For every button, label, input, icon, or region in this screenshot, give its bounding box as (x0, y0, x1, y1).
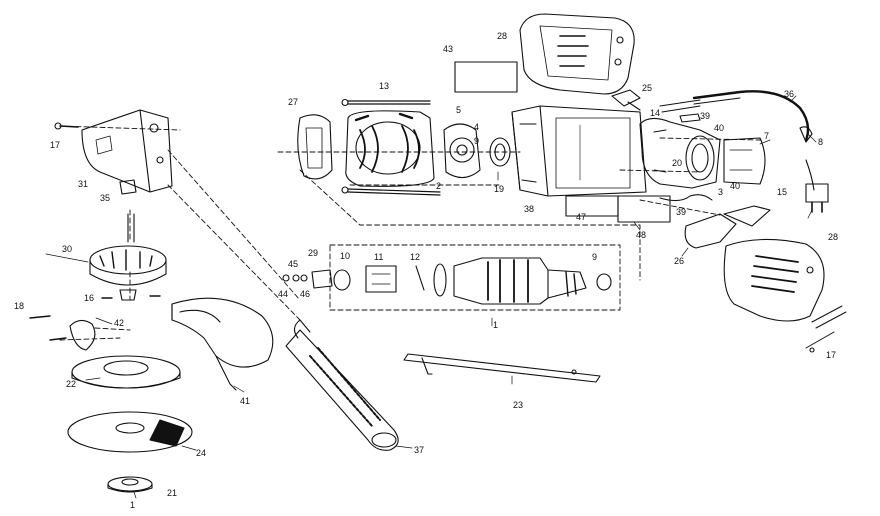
part-41-wheel-guard (171, 297, 274, 391)
callout-40-top: 40 (714, 123, 725, 133)
callout-12: 12 (410, 252, 421, 262)
callout-8: 8 (818, 137, 824, 147)
part-13-screws (341, 98, 441, 196)
part-48-plate (617, 195, 671, 223)
part-28-housing-side (723, 238, 825, 322)
part-21-clamp-nut (107, 476, 153, 493)
callout-16: 16 (84, 293, 95, 303)
part-field-stator (345, 110, 435, 187)
part-43-label-plate (454, 61, 518, 93)
callout-11: 11 (374, 252, 384, 262)
part-42-clamp (69, 319, 96, 351)
part-38-motor-housing (511, 105, 647, 197)
part-47-plate (565, 195, 619, 217)
callout-29: 29 (308, 248, 319, 258)
callout-1-armature: 1 (493, 320, 499, 330)
callout-40-bottom: 40 (730, 181, 741, 191)
callout-44: 44 (278, 289, 289, 299)
part-45-hardware (282, 269, 333, 289)
part-16-screws (29, 295, 161, 341)
callout-24: 24 (196, 448, 207, 458)
part-25-switch-clip (611, 89, 641, 111)
callout-43: 43 (443, 44, 454, 54)
callout-30: 30 (62, 244, 73, 254)
part-23-spacer-plate (403, 353, 601, 383)
part-37-side-handle (285, 319, 399, 451)
part-15-plug (805, 159, 829, 213)
callout-14: 14 (650, 108, 661, 118)
callout-2: 2 (436, 181, 442, 191)
part-24-grinding-disc (67, 411, 193, 453)
callout-42: 42 (114, 318, 125, 328)
callout-23: 23 (513, 400, 524, 410)
part-17-screws-right (805, 305, 847, 353)
callout-37: 37 (414, 445, 425, 455)
callout-13: 13 (379, 81, 390, 91)
part-20-switch-assembly (639, 117, 721, 189)
callout-38: 38 (524, 204, 535, 214)
part-5-end-bracket (443, 123, 481, 179)
callout-45: 45 (288, 259, 299, 269)
callout-48: 48 (636, 230, 647, 240)
callout-47: 47 (576, 212, 587, 222)
callout-9-armature: 9 (592, 252, 598, 262)
callout-7: 7 (764, 131, 770, 141)
callout-26: 26 (674, 256, 685, 266)
part-30-spindle-assembly (89, 213, 167, 301)
callout-28-side: 28 (828, 232, 839, 242)
callout-5: 5 (456, 105, 462, 115)
callout-leader-lines (45, 95, 817, 499)
callout-36: 36 (784, 89, 795, 99)
callout-28-top: 28 (497, 31, 508, 41)
callout-10: 10 (340, 251, 351, 261)
part-35-bearing-retainer (119, 179, 137, 195)
callout-21: 21 (167, 488, 178, 498)
callout-1-nut: 1 (130, 500, 136, 510)
callout-46: 46 (300, 289, 311, 299)
part-19-bearing (489, 137, 511, 167)
callout-3: 3 (718, 187, 724, 197)
part-17-screw-left (54, 122, 79, 130)
callout-22: 22 (66, 379, 77, 389)
part-40-end-cap (723, 137, 766, 185)
callout-31: 31 (78, 179, 89, 189)
callout-17-right: 17 (826, 350, 837, 360)
part-39-wire-connectors (659, 113, 713, 202)
callout-20: 20 (672, 158, 683, 168)
part-27-brush-holder (297, 114, 333, 180)
part-26-trigger (684, 205, 771, 249)
callout-9-housing: 9 (474, 136, 480, 146)
callout-27: 27 (288, 97, 299, 107)
callout-4: 4 (474, 122, 480, 132)
callout-25: 25 (642, 83, 653, 93)
callout-17-left: 17 (50, 140, 61, 150)
assembly-guide-lines (59, 125, 761, 341)
callout-41: 41 (240, 396, 251, 406)
callout-39-bottom: 39 (676, 207, 687, 217)
callout-15: 15 (777, 187, 788, 197)
callout-19: 19 (494, 184, 505, 194)
callout-35: 35 (100, 193, 111, 203)
callout-39-top: 39 (700, 111, 711, 121)
part-armature-assembly (333, 257, 612, 305)
callout-18: 18 (14, 301, 25, 311)
part-36-power-cord (659, 90, 813, 143)
part-22-backing-pad (71, 355, 181, 389)
part-31-gear-case (81, 109, 173, 193)
part-28-housing-top (519, 13, 635, 95)
